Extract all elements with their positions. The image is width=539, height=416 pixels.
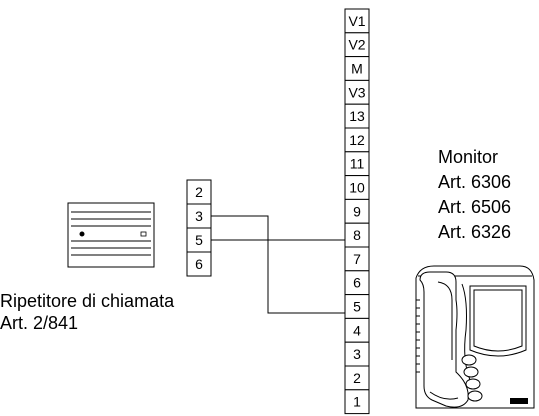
monitor-terminal-label: 3	[353, 346, 361, 362]
monitor-label-line1: Monitor	[438, 147, 499, 167]
monitor-label-line4: Art. 6326	[438, 222, 512, 242]
repeater-terminal-label: 2	[195, 184, 203, 200]
monitor-terminal-V2: V2	[344, 32, 370, 58]
repeater-terminal-label: 6	[195, 256, 203, 272]
monitor-terminal-9: 9	[344, 198, 370, 224]
monitor-terminal-V1: V1	[344, 8, 370, 34]
monitor-terminal-M: M	[344, 56, 370, 81]
monitor-terminal-label: 7	[353, 251, 361, 267]
monitor-terminal-label: V1	[348, 13, 365, 29]
monitor-terminal-1: 1	[344, 389, 370, 415]
monitor-terminal-2: 2	[344, 365, 370, 391]
monitor-terminal-label: 9	[353, 203, 361, 219]
monitor-device-icon	[415, 265, 535, 409]
repeater-terminal-box	[186, 179, 212, 205]
monitor-terminal-label: 4	[353, 322, 361, 338]
monitor-terminal-label: 13	[349, 108, 365, 124]
repeater-terminal-box	[186, 227, 212, 253]
monitor-label-line3: Art. 6506	[438, 197, 512, 217]
wires	[211, 215, 345, 314]
monitor-terminal-label: 5	[353, 299, 361, 315]
monitor-terminal-8: 8	[344, 222, 370, 248]
repeater-terminal-6: 6	[186, 251, 212, 277]
wire-rep3-to-mon5	[211, 215, 345, 314]
repeater-terminal-block: 2 3 5 6	[186, 179, 212, 277]
repeater-terminal-label: 3	[195, 208, 203, 224]
repeater-label-line2: Art. 2/841	[0, 313, 79, 333]
repeater-terminal-box	[186, 251, 212, 277]
repeater-label-line1: Ripetitore di chiamata	[0, 291, 175, 311]
monitor-terminal-label: 2	[353, 370, 361, 386]
repeater-device-icon	[67, 202, 155, 268]
monitor-terminal-7: 7	[344, 246, 370, 272]
monitor-terminal-label: 11	[350, 156, 365, 172]
repeater-terminal-5: 5	[186, 227, 212, 253]
repeater-terminal-label: 5	[195, 232, 203, 248]
monitor-terminal-label: V3	[348, 84, 365, 100]
monitor-terminal-5: 5	[344, 294, 370, 319]
monitor-terminal-label: 10	[349, 180, 365, 196]
monitor-terminal-label: 12	[349, 132, 365, 148]
monitor-terminal-10: 10	[344, 175, 370, 200]
monitor-terminal-13: 13	[344, 103, 370, 129]
monitor-terminal-box	[344, 389, 370, 415]
monitor-terminal-label: V2	[348, 37, 365, 53]
repeater-terminal-2: 2	[186, 179, 212, 205]
monitor-terminal-12: 12	[344, 127, 370, 153]
monitor-terminal-label: M	[351, 61, 363, 77]
monitor-terminal-6: 6	[344, 270, 370, 296]
monitor-terminal-V3: V3	[344, 79, 370, 105]
monitor-terminal-label: 6	[353, 275, 361, 291]
monitor-terminal-label: 8	[353, 227, 361, 243]
repeater-terminal-3: 3	[186, 203, 212, 229]
monitor-terminal-4: 4	[344, 317, 370, 343]
monitor-terminal-label: 1	[353, 394, 361, 410]
monitor-terminal-3: 3	[344, 341, 370, 367]
monitor-terminal-11: 11	[344, 151, 370, 177]
monitor-label-line2: Art. 6306	[438, 172, 512, 192]
